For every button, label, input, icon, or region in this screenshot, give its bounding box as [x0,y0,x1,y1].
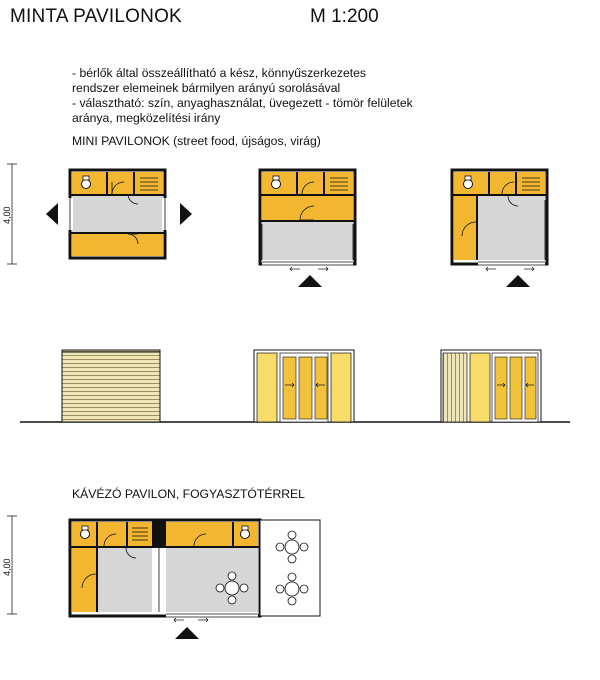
plan-mini-pavilion-2 [258,168,357,287]
table-chairs-icon [275,572,309,606]
service-core [72,234,163,256]
entrance-arrow-icon [46,203,58,225]
section-title-mini: MINI PAVILONOK (street food, újságos, vi… [72,134,321,148]
stair-icon [132,527,148,541]
toilet-icon [80,529,90,539]
floor-area [262,222,353,260]
note-line: - bérlők által összeállítható a kész, kö… [72,66,366,80]
service-core [72,172,163,194]
toilet-icon [463,179,473,189]
terrace-area [259,519,321,617]
page-title: MINTA PAVILONOK [10,6,182,27]
service-core [262,172,353,194]
entrance-arrow-icon [506,275,530,287]
stair-icon [330,177,348,191]
floor-area [166,548,258,612]
section-title-cafe: KÁVÉZÓ PAVILON, FOGYASZTÓTÉRREL [72,487,305,501]
stair-icon [140,177,158,191]
table-chairs-icon [215,571,249,605]
entrance-arrow-icon [175,627,199,639]
entrance-arrow-icon [180,203,192,225]
elevation-closed-pavilion [61,349,161,423]
dimension-line-mini [7,163,17,265]
note-line: - választható: szín, anyaghasználat, üve… [72,96,413,110]
floor-area [72,196,163,232]
elevation-glazed-pavilion [253,349,355,423]
floor-area [478,196,545,260]
toilet-icon [240,529,250,539]
table-chairs-icon [275,530,309,564]
dimension-line-cafe [7,515,17,615]
scale-label: M 1:200 [310,6,379,27]
service-core [454,196,476,260]
entrance-arrow-icon [298,275,322,287]
note-line: rendszer elemeinek bármilyen arányú soro… [72,81,341,95]
plan-mini-pavilion-3 [450,168,549,287]
service-core [454,172,545,194]
plan-mini-pavilion-1 [46,168,192,260]
stair-icon [522,177,540,191]
toilet-icon [81,179,91,189]
plan-cafe-pavilion [68,518,262,639]
floor-area [98,548,152,612]
description-notes: - bérlők által összeállítható a kész, kö… [72,66,413,126]
note-line: aránya, megközelítési irány [72,111,221,125]
toilet-icon [271,179,281,189]
elevation-mixed-pavilion [440,349,542,423]
